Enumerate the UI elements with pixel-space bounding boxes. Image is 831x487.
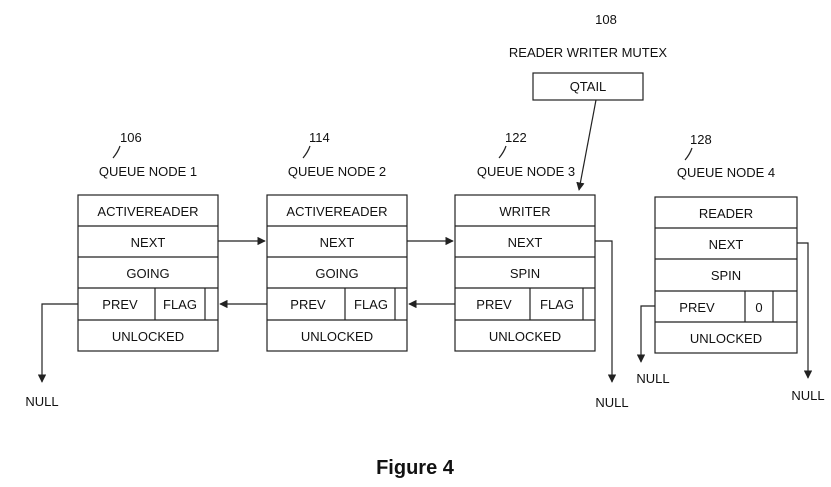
node-4-field-1: NEXT xyxy=(709,237,744,252)
node-2-box xyxy=(266,194,408,352)
qtail-label: QTAIL xyxy=(570,79,607,94)
node-1-box xyxy=(77,194,219,352)
node-2-unlocked: UNLOCKED xyxy=(301,329,373,344)
node-1-title: QUEUE NODE 1 xyxy=(99,164,197,179)
node-3-field-0: WRITER xyxy=(499,204,550,219)
node-2-ref-leader xyxy=(302,145,311,159)
node-1-ref-leader xyxy=(112,145,121,159)
queue-node-2: 114 QUEUE NODE 2 ACTIVEREADER NEXT GOING… xyxy=(266,130,408,352)
node-4-next-null-arrow xyxy=(797,242,813,379)
node-1-field-2: GOING xyxy=(126,266,169,281)
node-4-field-2: SPIN xyxy=(711,268,741,283)
node-3-next-null-arrow xyxy=(595,240,617,383)
node-2-field-1: NEXT xyxy=(320,235,355,250)
mutex-title: READER WRITER MUTEX xyxy=(509,45,668,60)
node-1-field-0: ACTIVEREADER xyxy=(97,204,198,219)
node-3-ref-number: 122 xyxy=(505,130,527,145)
node-3-box xyxy=(454,194,596,352)
node-1-prev-null-arrow xyxy=(37,303,78,383)
node-3-field-1: NEXT xyxy=(508,235,543,250)
null-label-1: NULL xyxy=(25,394,58,409)
node-2-field-2: GOING xyxy=(315,266,358,281)
queue-node-1: 106 QUEUE NODE 1 ACTIVEREADER NEXT GOING… xyxy=(77,130,219,352)
node-1-field-1: NEXT xyxy=(131,235,166,250)
node-3-field-2: SPIN xyxy=(510,266,540,281)
node-1-unlocked: UNLOCKED xyxy=(112,329,184,344)
node-3-flag: FLAG xyxy=(540,297,574,312)
mutex-ref-number: 108 xyxy=(595,12,617,27)
null-label-3: NULL xyxy=(636,371,669,386)
node-2-prev: PREV xyxy=(290,297,326,312)
node-4-prev: PREV xyxy=(679,300,715,315)
node-1-prev: PREV xyxy=(102,297,138,312)
node-2-ref-number: 114 xyxy=(309,130,330,145)
node-4-ref-number: 128 xyxy=(690,132,712,147)
node-3-title: QUEUE NODE 3 xyxy=(477,164,575,179)
node-4-field-0: READER xyxy=(699,206,753,221)
node-1-flag: FLAG xyxy=(163,297,197,312)
queue-node-3: 122 QUEUE NODE 3 WRITER NEXT SPIN PREV F… xyxy=(454,130,596,352)
node-1-ref-number: 106 xyxy=(120,130,142,145)
null-label-4: NULL xyxy=(791,388,824,403)
figure-caption: Figure 4 xyxy=(376,457,455,479)
node-2-title: QUEUE NODE 2 xyxy=(288,164,386,179)
node-3-unlocked: UNLOCKED xyxy=(489,329,561,344)
queue-node-4: 128 QUEUE NODE 4 READER NEXT SPIN PREV 0… xyxy=(654,132,798,354)
node-4-ref-leader xyxy=(684,147,693,161)
node-4-prev-null-arrow xyxy=(636,305,655,363)
null-label-2: NULL xyxy=(595,395,628,410)
node-4-unlocked: UNLOCKED xyxy=(690,331,762,346)
qtail-box xyxy=(532,72,644,101)
node-3-prev: PREV xyxy=(476,297,512,312)
node-4-box xyxy=(654,196,798,354)
node-4-flag: 0 xyxy=(755,300,762,315)
node-2-flag: FLAG xyxy=(354,297,388,312)
qtail-pointer-arrow xyxy=(576,99,597,191)
node-2-field-0: ACTIVEREADER xyxy=(286,204,387,219)
node-3-ref-leader xyxy=(498,145,507,159)
node-4-title: QUEUE NODE 4 xyxy=(677,165,775,180)
